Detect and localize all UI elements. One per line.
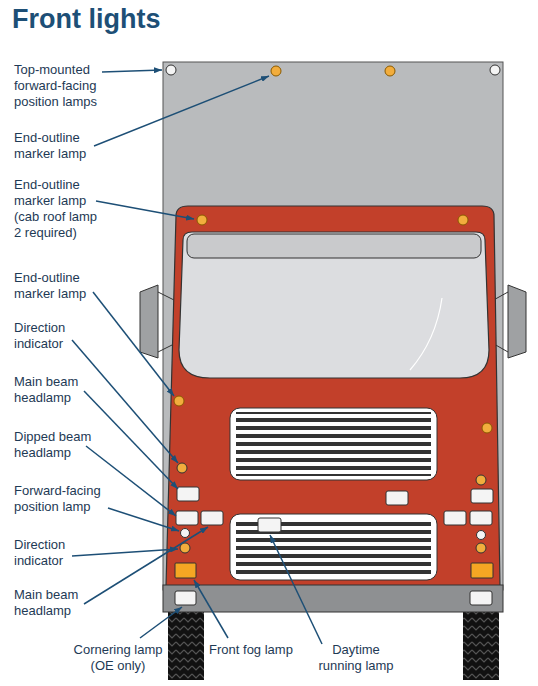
grille	[230, 408, 437, 480]
part-label: Front fog lamp	[205, 642, 297, 658]
windshield	[179, 232, 489, 378]
part-label: Direction indicator	[14, 537, 109, 569]
marker-lamp	[482, 423, 492, 433]
sun-visor	[187, 234, 481, 258]
part-label: Dipped beam headlamp	[14, 429, 109, 461]
grille-bars	[236, 518, 431, 576]
title: Front lights	[12, 2, 160, 36]
cornering-lamp	[470, 591, 492, 605]
part-label: Direction indicator	[14, 320, 109, 352]
wheel	[463, 608, 499, 680]
box-body	[163, 62, 503, 590]
leader-lines	[72, 70, 322, 644]
marker-lamp	[174, 396, 184, 406]
cab-roof-lamp	[458, 215, 468, 225]
part-label: Top-mounted forward-facing position lamp…	[14, 62, 109, 110]
part-label: End-outline marker lamp (cab roof lamp 2…	[14, 177, 106, 241]
part-label: Daytime running lamp	[310, 642, 402, 674]
cab	[166, 206, 500, 586]
part-label: Cornering lamp (OE only)	[68, 642, 168, 674]
part-label: Main beam headlamp	[14, 587, 109, 619]
marker-lamp	[271, 66, 281, 76]
grille-bars	[236, 412, 431, 476]
part-label: Forward-facing position lamp	[14, 483, 109, 515]
part-label: End-outline marker lamp	[14, 130, 109, 162]
cab-roof-lamp	[197, 215, 207, 225]
marker-lamp	[385, 66, 395, 76]
wiper	[410, 298, 442, 370]
part-label: End-outline marker lamp	[14, 270, 109, 302]
position-lamp	[490, 65, 500, 75]
part-label: Main beam headlamp	[14, 374, 109, 406]
lamp-cluster	[175, 463, 493, 578]
bumper	[163, 585, 503, 612]
cornering-lamp	[175, 591, 196, 605]
wheel	[168, 608, 204, 680]
position-lamp	[166, 65, 176, 75]
grille	[230, 514, 437, 580]
